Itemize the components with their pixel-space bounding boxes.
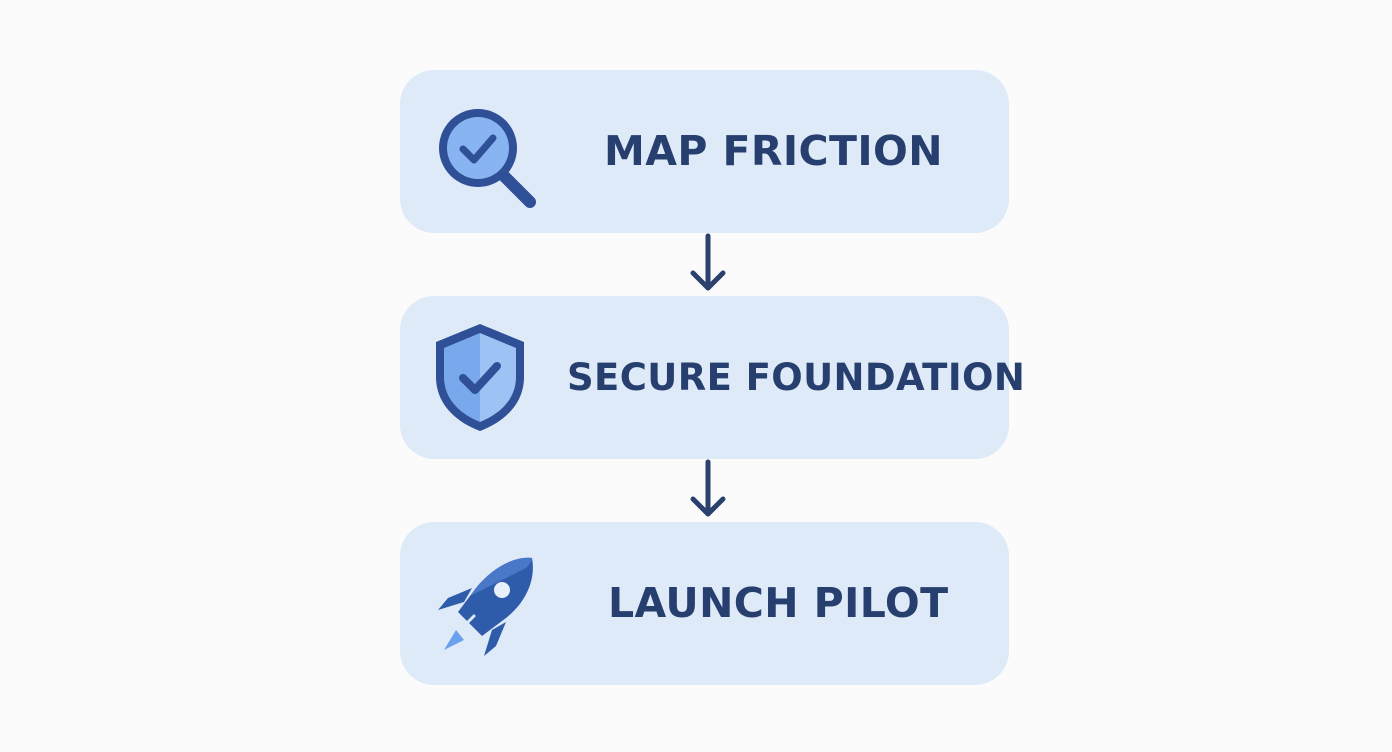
down-arrow-icon [688,458,728,520]
step-label: SECURE FOUNDATION [567,356,1026,399]
step-label: LAUNCH PILOT [608,579,949,627]
shield-check-icon [430,322,542,434]
step-map-friction: MAP FRICTION [400,70,1009,233]
down-arrow-icon [688,232,728,294]
rocket-icon [430,548,542,660]
magnifier-check-icon [430,96,542,208]
step-secure-foundation: SECURE FOUNDATION [400,296,1025,459]
step-label: MAP FRICTION [604,127,943,175]
step-launch-pilot: LAUNCH PILOT [400,522,1009,685]
